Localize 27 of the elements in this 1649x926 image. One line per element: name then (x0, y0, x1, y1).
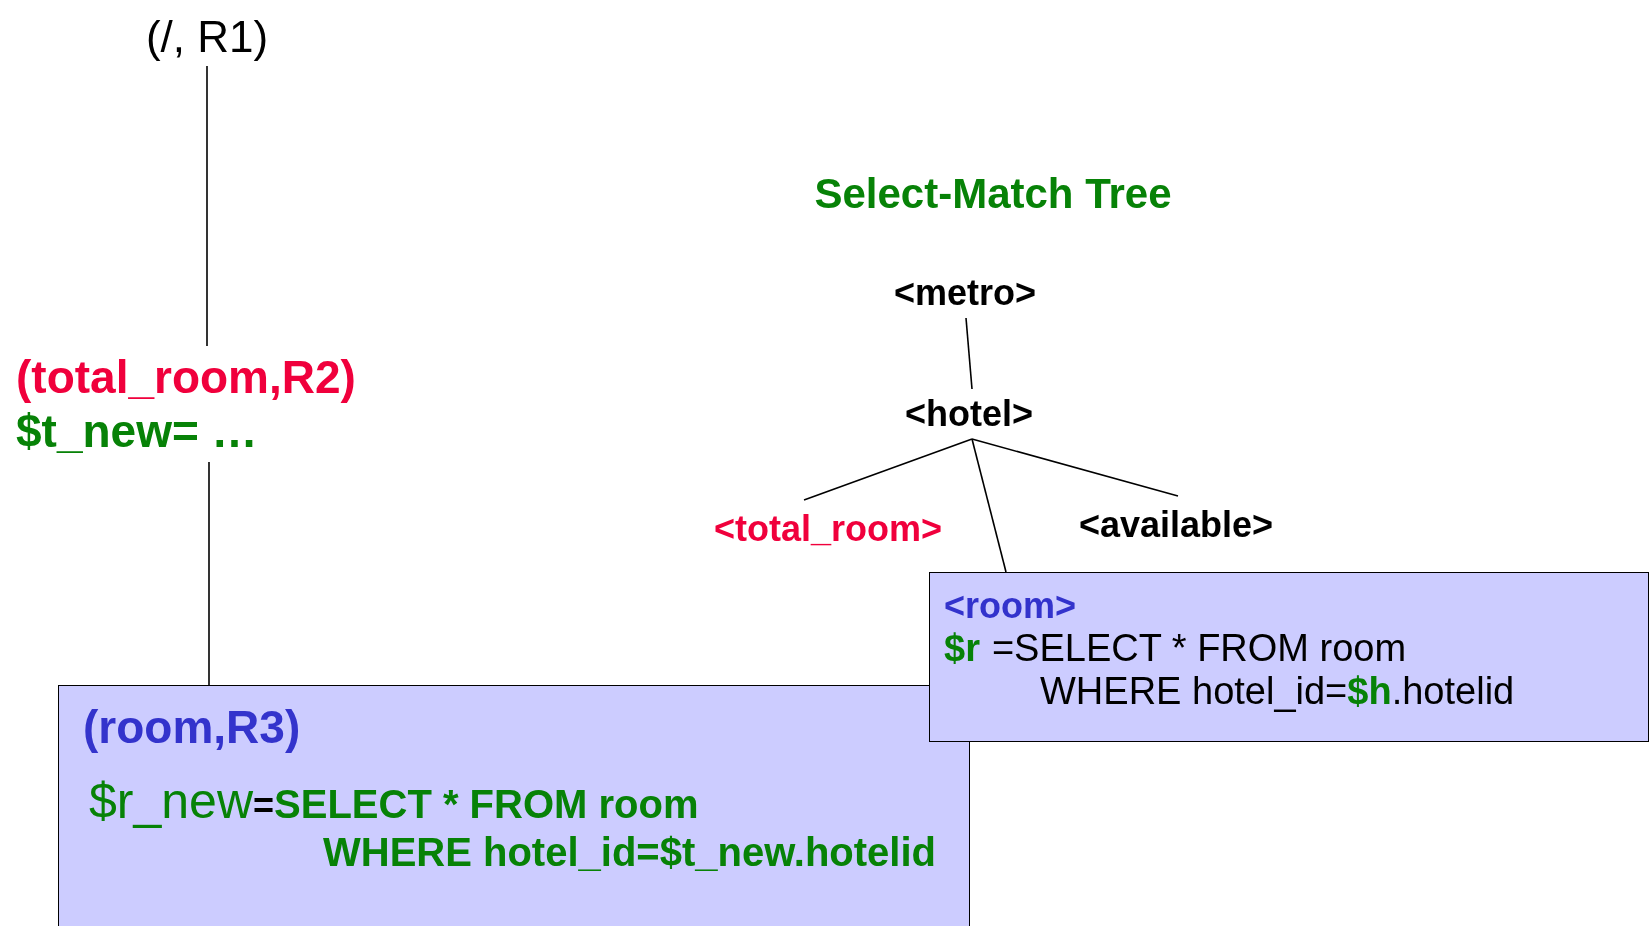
query-text: (room,R3) (83, 701, 301, 753)
query-text: .hotelid (1391, 670, 1515, 712)
query-box (58, 685, 970, 926)
connector-line (971, 438, 1007, 573)
query-text: SELECT * FROM room (274, 782, 699, 826)
query-text: $h (1347, 670, 1392, 712)
query-text: WHERE hotel_id= (1040, 670, 1348, 712)
connector-line (208, 461, 210, 686)
node-label: <metro> (893, 272, 1037, 313)
node-label: <total_room> (713, 508, 943, 549)
query-text: $r_new (89, 773, 253, 829)
connector-line (803, 438, 973, 501)
connector-line (971, 438, 1179, 497)
node-label: (/, R1) (145, 12, 269, 61)
query-text: $r (944, 627, 980, 669)
query-text: =SELECT * FROM room (991, 627, 1407, 669)
node-label: (total_room,R2) (16, 351, 356, 403)
query-box (929, 572, 1649, 742)
connector-line (965, 317, 973, 390)
node-label: $t_new= … (16, 405, 258, 457)
query-text: WHERE hotel_id=$t_new.hotelid (323, 830, 937, 874)
node-label: <available> (1078, 504, 1274, 545)
connector-line (206, 65, 208, 347)
diagram-title: Select-Match Tree (814, 170, 1172, 218)
query-text: = (253, 785, 275, 826)
query-text: <room> (944, 585, 1077, 626)
node-label: <hotel> (905, 393, 1033, 434)
